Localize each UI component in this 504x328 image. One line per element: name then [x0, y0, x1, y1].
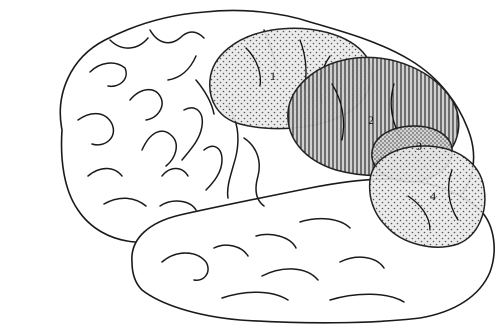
area-3-label: 3: [416, 139, 422, 153]
area-2-label: 2: [368, 113, 374, 127]
area-1-label: 1: [270, 69, 276, 83]
area-4-label: 4: [430, 189, 436, 203]
